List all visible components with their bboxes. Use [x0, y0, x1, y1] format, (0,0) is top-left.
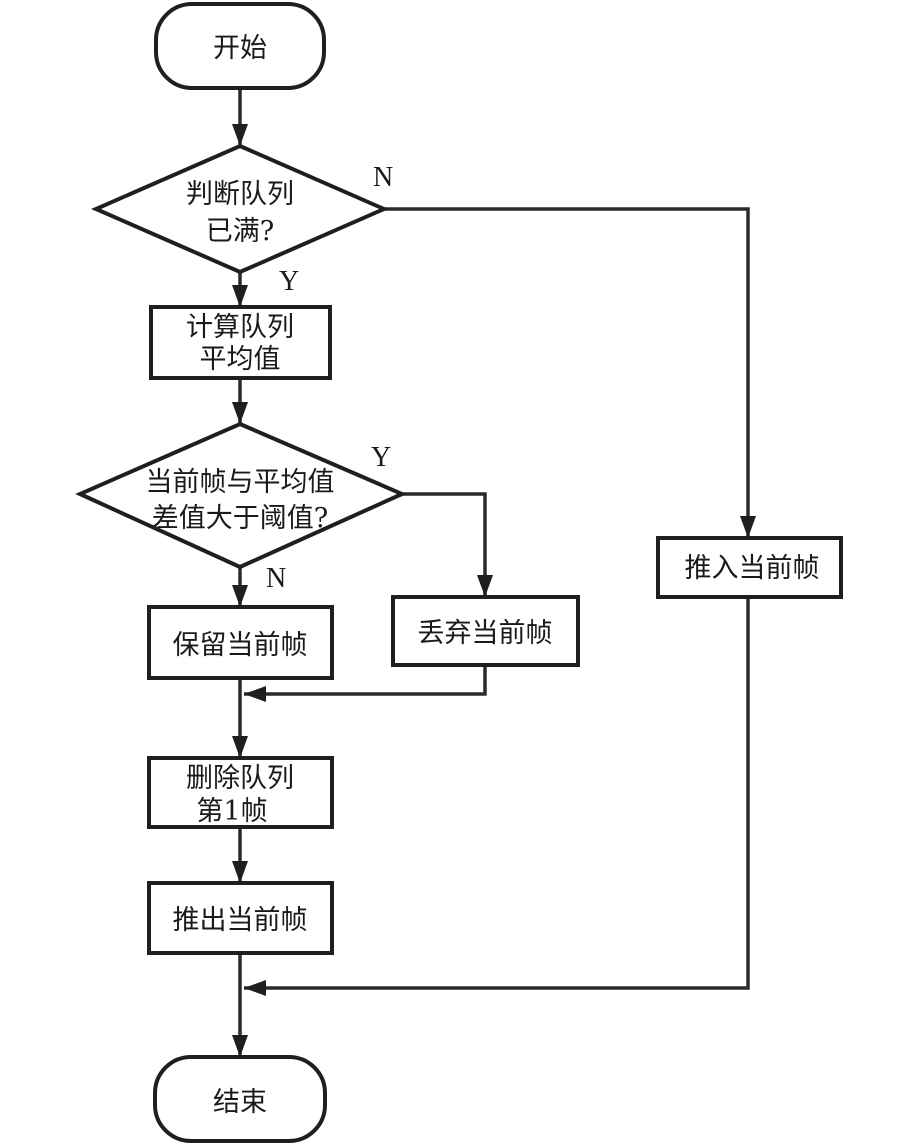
arrowhead-icon — [477, 575, 493, 597]
arrowhead-icon — [232, 736, 248, 758]
node-compute-avg-line1: 计算队列 — [186, 312, 294, 343]
decision-shape — [75, 421, 407, 570]
edge-label-diff-check-no: N — [266, 563, 286, 594]
node-delete-first-line2: 第1帧 — [196, 796, 267, 827]
node-end: 结束 — [153, 1055, 327, 1143]
arrowhead-icon — [232, 861, 248, 883]
node-drop-frame-label: 丢弃当前帧 — [418, 618, 553, 649]
node-delete-first: 删除队列 第1帧 — [147, 756, 334, 829]
process-shape — [147, 605, 334, 680]
arrowhead-icon — [232, 1035, 248, 1057]
edge-label-diff-check-yes: Y — [371, 442, 391, 473]
decision-shape — [91, 143, 389, 275]
process-shape — [149, 305, 332, 380]
node-push-in-frame: 推入当前帧 — [656, 536, 843, 599]
node-diff-check: 当前帧与平均值 差值大于阈值? — [75, 421, 407, 570]
node-queue-full-line1: 判断队列 — [186, 179, 294, 210]
arrowhead-icon — [232, 585, 248, 607]
arrowhead-icon — [232, 285, 248, 307]
arrowheads — [232, 124, 756, 1057]
node-push-in-frame-label: 推入当前帧 — [685, 553, 820, 584]
arrowhead-icon — [232, 124, 248, 146]
node-diff-check-line1: 当前帧与平均值 — [146, 467, 335, 498]
arrowhead-icon — [740, 516, 756, 538]
edge-push-in-to-merge — [244, 597, 750, 990]
process-shape — [656, 536, 843, 599]
node-queue-full: 判断队列 已满? — [91, 143, 389, 275]
node-keep-frame: 保留当前帧 — [147, 605, 334, 680]
node-push-out-frame-label: 推出当前帧 — [173, 905, 308, 936]
edge-label-queue-full-no: N — [373, 162, 393, 193]
edge-label-queue-full-yes: Y — [279, 266, 299, 297]
arrowhead-icon — [244, 980, 266, 996]
edge-queue-full-no-to-push-in — [384, 207, 750, 538]
node-diff-check-line2: 差值大于阈值? — [152, 503, 328, 534]
arrowhead-icon — [232, 402, 248, 424]
process-shape — [147, 756, 334, 829]
terminal-shape — [153, 1055, 327, 1143]
terminal-shape — [154, 2, 326, 90]
node-start-label: 开始 — [213, 33, 267, 64]
node-push-out-frame: 推出当前帧 — [147, 881, 334, 955]
edge-drop-to-merge — [244, 665, 487, 696]
node-delete-first-line1: 删除队列 — [186, 763, 294, 794]
node-compute-avg: 计算队列 平均值 — [149, 305, 332, 380]
process-shape — [147, 881, 334, 955]
node-queue-full-line2: 已满? — [206, 216, 274, 247]
node-start: 开始 — [154, 2, 326, 90]
process-shape — [391, 595, 580, 667]
node-end-label: 结束 — [213, 1087, 267, 1118]
node-drop-frame: 丢弃当前帧 — [391, 595, 580, 667]
edge-diff-check-yes-to-drop — [402, 492, 487, 597]
node-keep-frame-label: 保留当前帧 — [173, 630, 308, 661]
arrowhead-icon — [244, 686, 266, 702]
node-compute-avg-line2: 平均值 — [200, 344, 281, 375]
